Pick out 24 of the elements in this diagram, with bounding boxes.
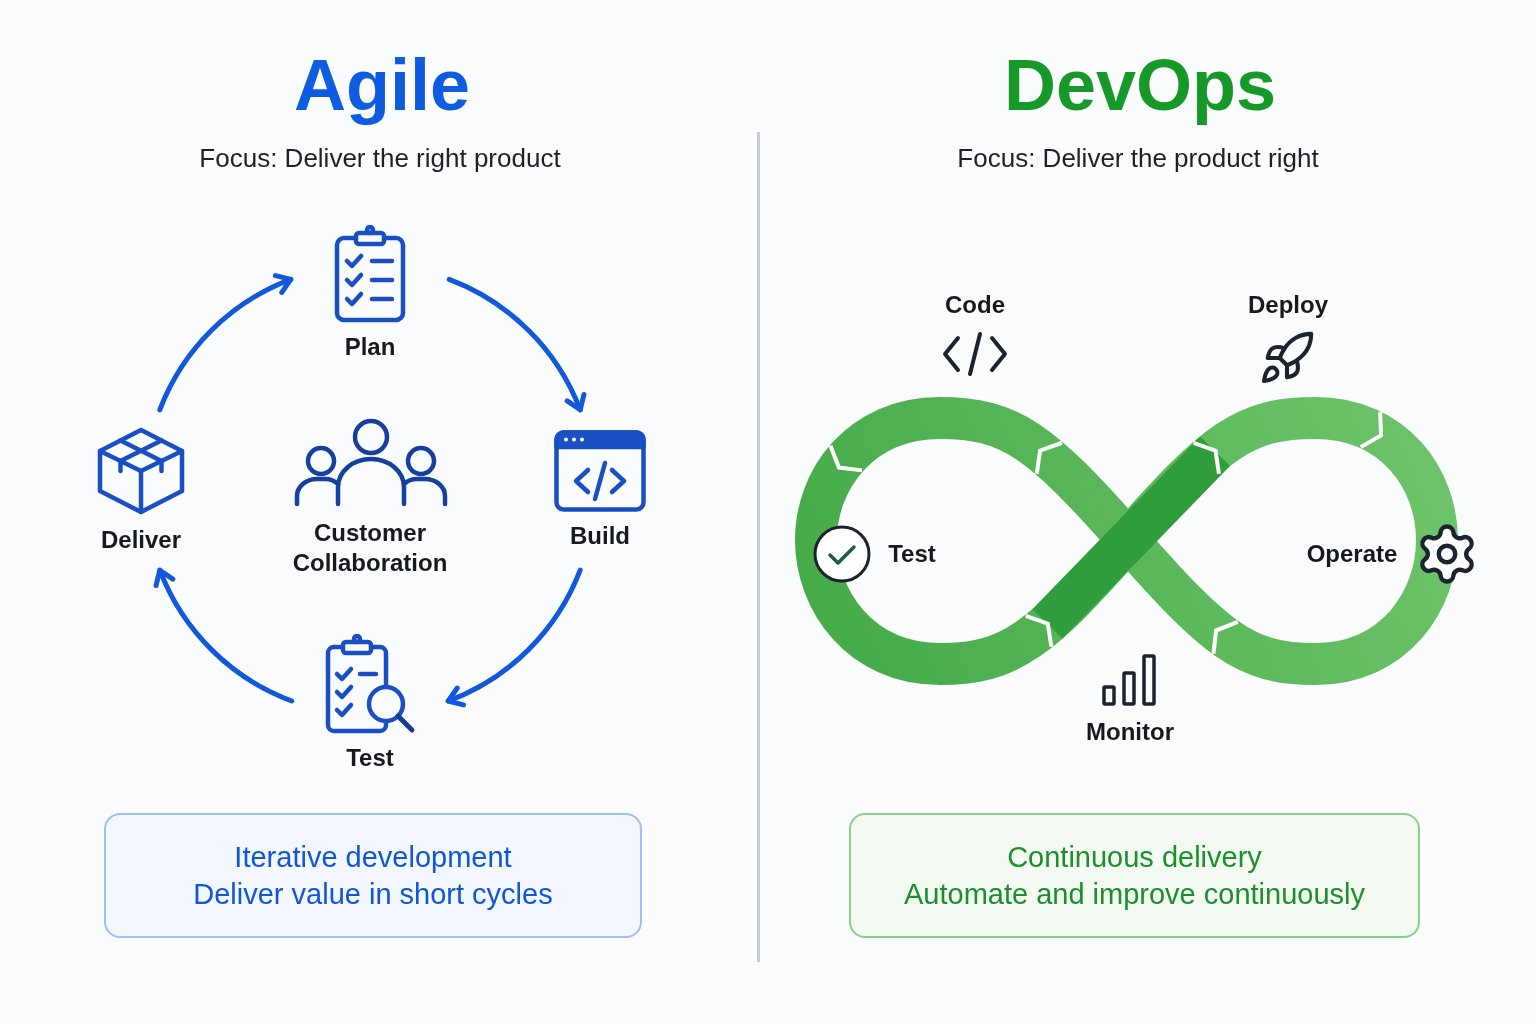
stage-label: Test — [888, 539, 936, 569]
summary-line: Automate and improve continuously — [903, 877, 1365, 912]
summary-line: Iterative development — [234, 840, 512, 875]
stage-label: Deploy — [1248, 290, 1328, 320]
stage-label: Test — [346, 743, 394, 772]
cycle-arrow — [446, 276, 586, 413]
panel-title: Agile — [294, 45, 470, 125]
summary-box — [849, 813, 1420, 938]
cycle-arrow — [445, 567, 583, 707]
stage-label: Code — [945, 290, 1005, 320]
focus-subtitle: Focus: Deliver the right product — [199, 142, 561, 174]
cycle-arrow — [154, 567, 295, 704]
focus-subtitle: Focus: Deliver the product right — [957, 142, 1319, 174]
summary-line: Deliver value in short cycles — [193, 877, 553, 912]
panel-title: DevOps — [1003, 45, 1277, 125]
stage-label: Build — [570, 522, 630, 550]
summary-box — [104, 813, 642, 938]
stage-label: Operate — [1306, 539, 1398, 569]
stage-label: Monitor — [1086, 717, 1174, 747]
stage-label: Plan — [344, 332, 396, 361]
summary-line: Continuous delivery — [1007, 840, 1262, 875]
center-label: Customer Collaboration — [291, 518, 449, 578]
cycle-arrow — [157, 274, 294, 413]
stage-label: Deliver — [100, 526, 182, 554]
